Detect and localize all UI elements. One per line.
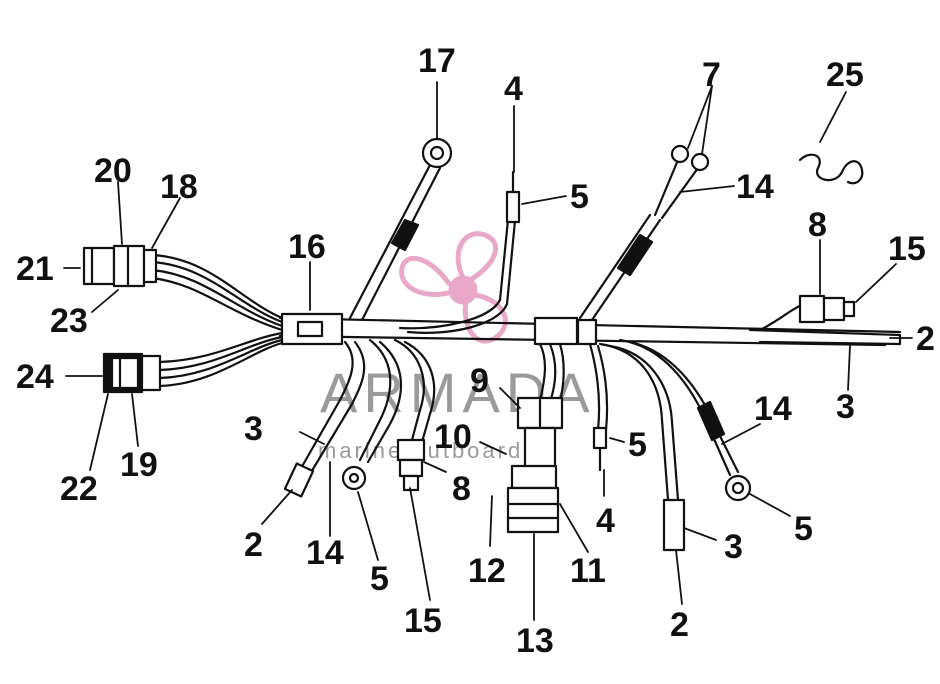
callout-2-right: 2 — [916, 320, 935, 358]
clip-25 — [798, 153, 864, 185]
callout-14-left: 14 — [306, 534, 344, 572]
callout-14-lower-right: 14 — [754, 390, 792, 428]
callout-16: 16 — [288, 228, 326, 266]
callout-4-center: 4 — [596, 502, 615, 540]
callout-2-bottom: 2 — [670, 606, 689, 644]
callout-9: 9 — [470, 362, 489, 400]
connector-18-20-21-23 — [82, 244, 158, 288]
callout-10: 10 — [434, 418, 472, 456]
callout-8-right: 8 — [808, 206, 827, 244]
branch-5-4-center — [588, 342, 609, 472]
callout-19: 19 — [120, 446, 158, 484]
connector-9-13 — [506, 342, 565, 534]
callout-3-right: 3 — [836, 388, 855, 426]
center-clamp — [533, 316, 579, 346]
branch-4-5-top — [398, 170, 521, 334]
propeller-logo-icon — [399, 231, 508, 344]
callout-22: 22 — [60, 470, 98, 508]
connector-8-15-right — [758, 294, 856, 332]
branch-3-2-bottom — [598, 342, 686, 552]
callout-5-top: 5 — [570, 178, 589, 216]
callout-24: 24 — [16, 358, 54, 396]
callout-5-left: 5 — [370, 560, 389, 598]
callout-21: 21 — [16, 250, 54, 288]
upper-left-wire-bundle — [150, 253, 284, 332]
branch-2-3-left — [283, 340, 366, 498]
harness-drawing — [63, 81, 913, 621]
callout-12: 12 — [468, 552, 506, 590]
branch-14-5-left — [341, 338, 402, 491]
branch-17 — [348, 137, 453, 322]
callout-15-bottom: 15 — [404, 602, 442, 640]
branch-14-5-lower-right — [618, 338, 752, 502]
callout-23: 23 — [50, 302, 88, 340]
trunk-tail — [748, 328, 902, 346]
callout-3-left: 3 — [244, 410, 263, 448]
branch-7-14 — [578, 144, 710, 322]
callout-2-left: 2 — [244, 526, 263, 564]
callouts: 17 4 5 7 25 14 20 18 16 21 23 8 15 2 3 2… — [16, 42, 935, 660]
watermark-tagline: marine outboards — [318, 438, 537, 463]
callout-5-lower-right: 5 — [794, 510, 813, 548]
callout-20: 20 — [94, 152, 132, 190]
callout-25: 25 — [826, 56, 864, 94]
connector-19-22-24 — [102, 352, 162, 394]
callout-13: 13 — [516, 622, 554, 660]
leader-lines — [63, 81, 913, 621]
callout-17: 17 — [418, 42, 456, 80]
right-clamp — [576, 318, 598, 346]
callout-4-top: 4 — [504, 70, 523, 108]
callout-14-top: 14 — [736, 168, 774, 206]
callout-8-center: 8 — [452, 470, 471, 508]
callout-15-right: 15 — [888, 230, 926, 268]
callout-11: 11 — [570, 552, 606, 590]
callout-18: 18 — [160, 168, 198, 206]
lower-left-wire-bundle — [158, 331, 284, 388]
clamp-16 — [280, 312, 344, 346]
callout-5-center: 5 — [628, 426, 647, 464]
callout-3-lower-right: 3 — [724, 528, 743, 566]
callout-7: 7 — [702, 56, 721, 94]
